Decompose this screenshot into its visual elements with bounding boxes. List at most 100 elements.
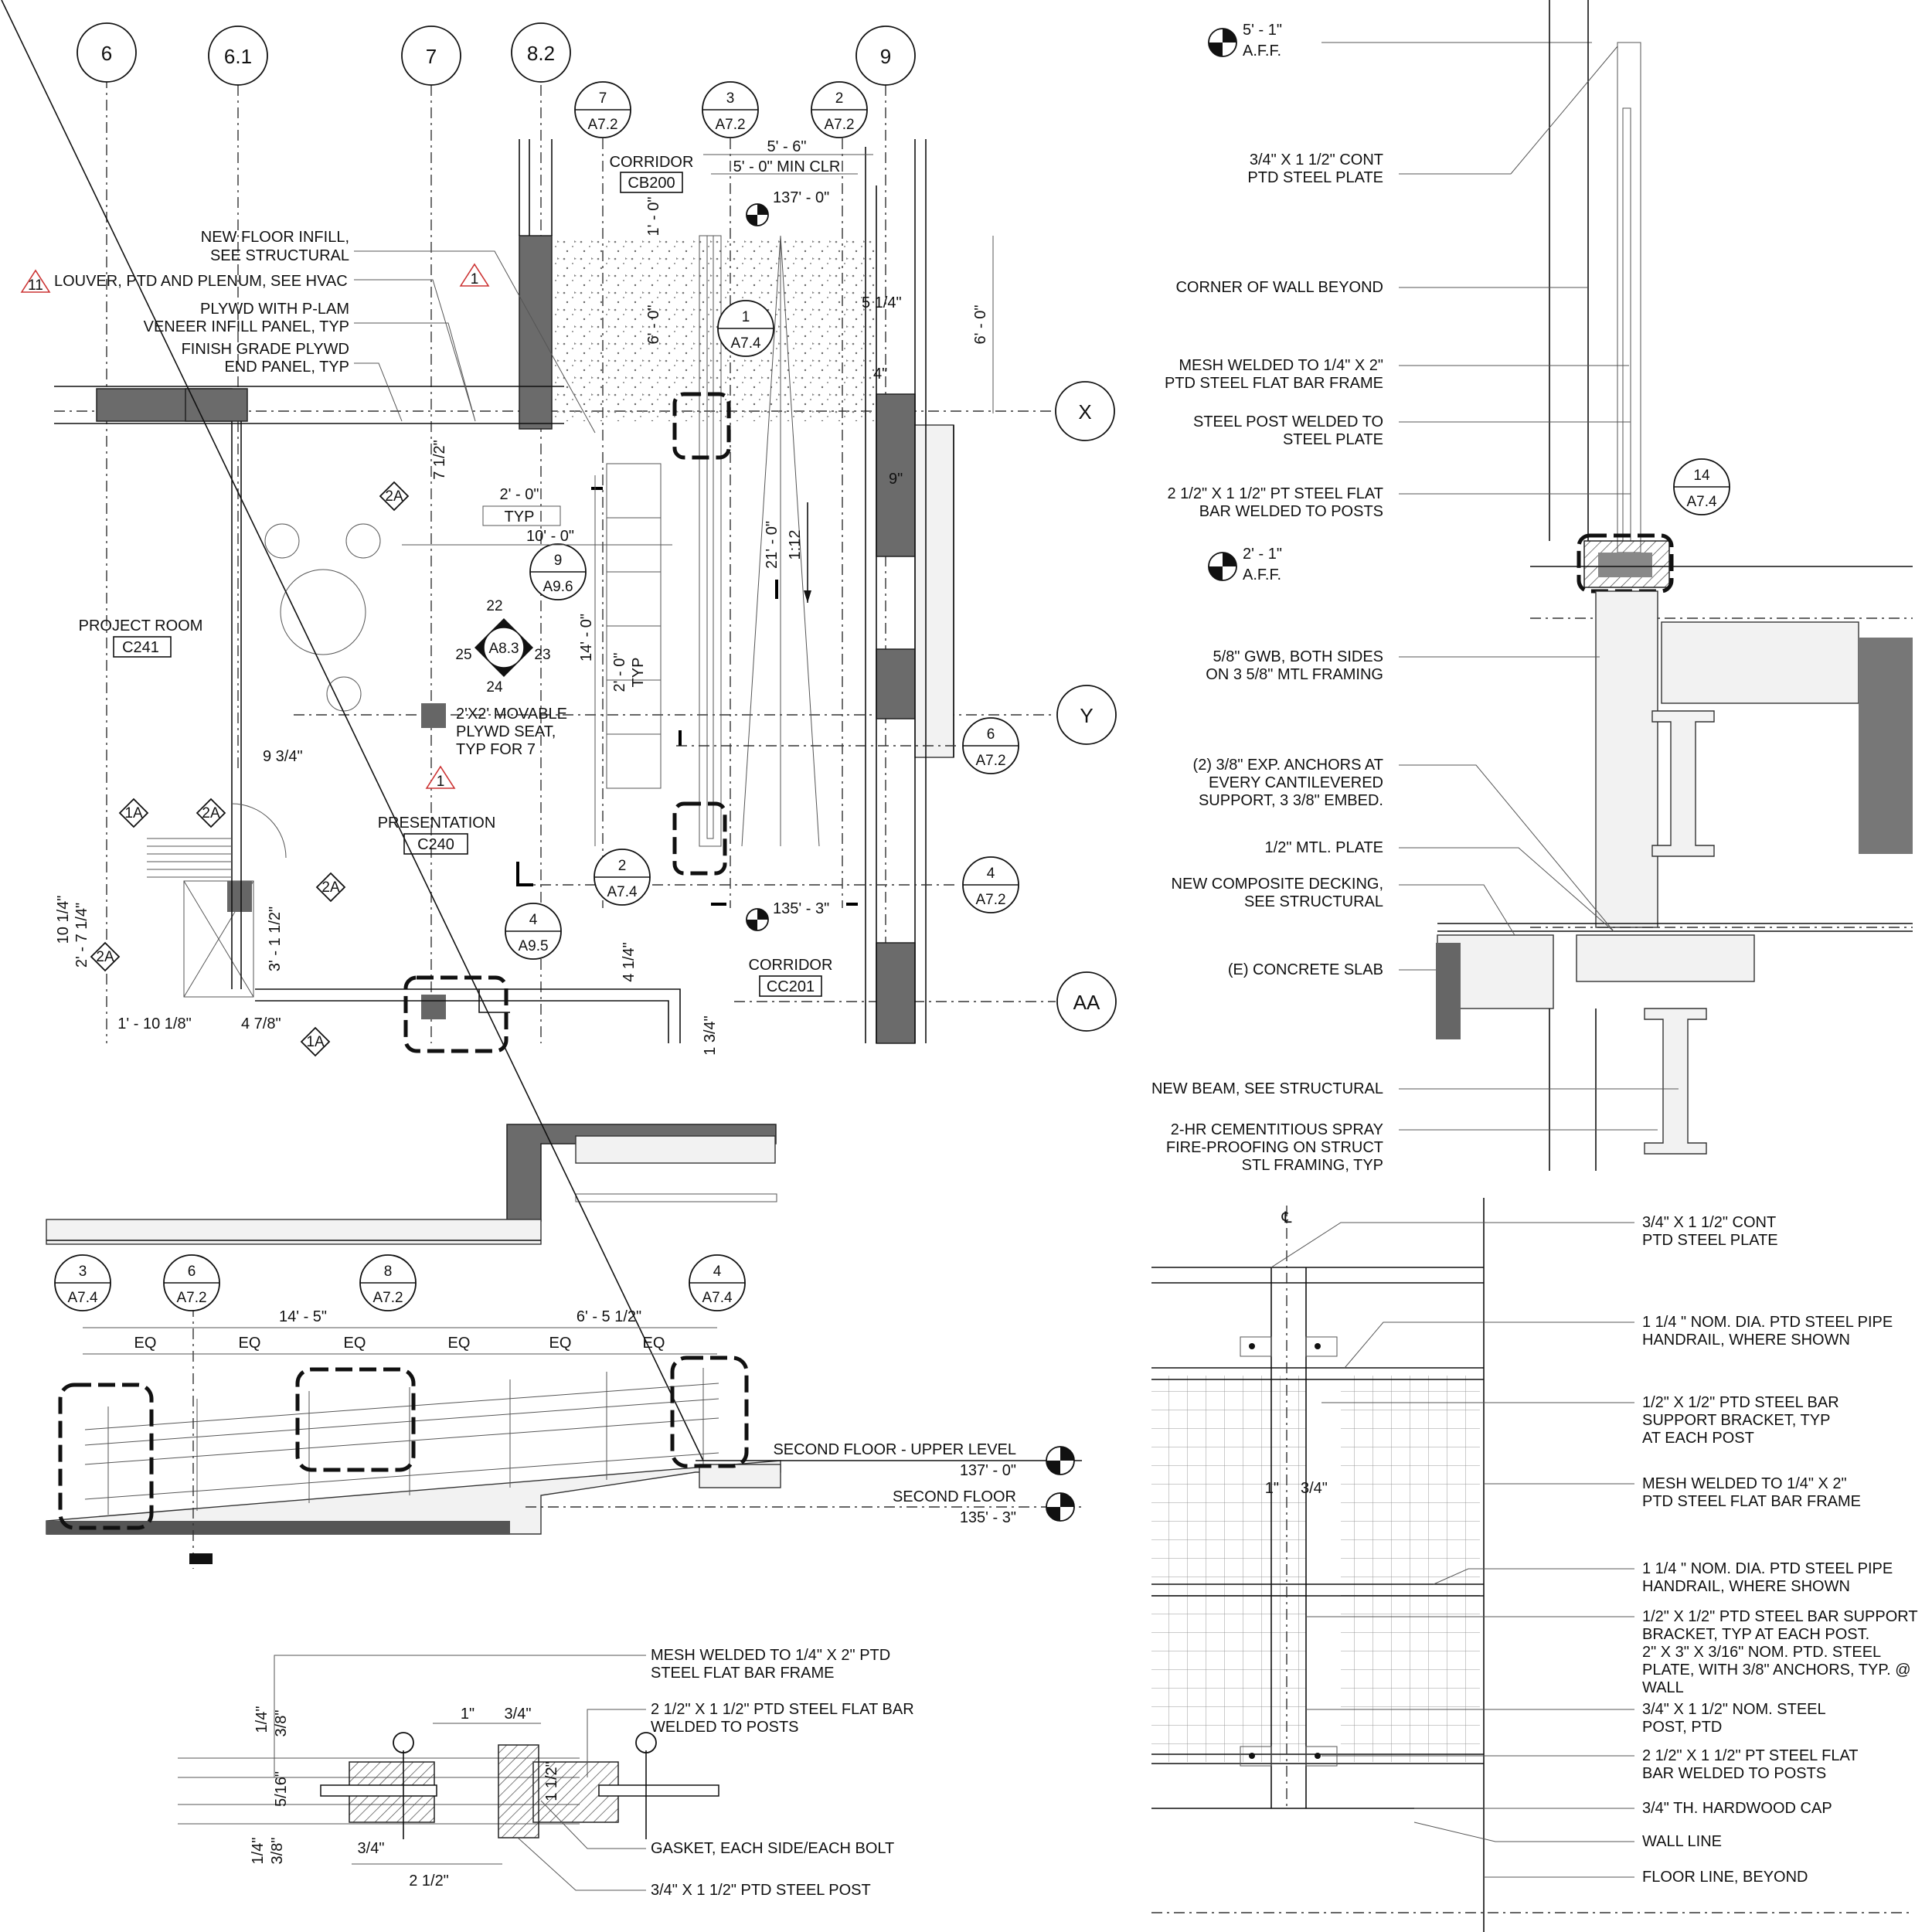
svg-text:5/8" GWB, BOTH SIDES: 5/8" GWB, BOTH SIDES <box>1213 648 1383 665</box>
section-marker-6: 6A7.2 <box>962 717 1019 774</box>
svg-text:1/4": 1/4" <box>250 1838 267 1865</box>
svg-text:STEEL POST WELDED TO: STEEL POST WELDED TO <box>1193 413 1383 430</box>
ramp-marker-3: 3A7.4 <box>54 1254 111 1311</box>
svg-text:5' - 6": 5' - 6" <box>767 138 807 155</box>
svg-text:2'X2' MOVABLE: 2'X2' MOVABLE <box>456 706 567 723</box>
room-label-corridor-cc201: CORRIDOR CC201 <box>749 957 832 997</box>
svg-text:STL FRAMING, TYP: STL FRAMING, TYP <box>1242 1157 1383 1174</box>
svg-text:BAR WELDED TO POSTS: BAR WELDED TO POSTS <box>1199 503 1383 520</box>
section-marker-9: 9A9.6 <box>529 543 587 600</box>
svg-text:3: 3 <box>79 1264 87 1280</box>
svg-text:C240: C240 <box>417 836 454 853</box>
svg-text:AT EACH POST: AT EACH POST <box>1642 1430 1754 1447</box>
svg-text:2' - 0": 2' - 0" <box>500 486 539 503</box>
svg-text:4 1/4": 4 1/4" <box>621 942 638 982</box>
svg-text:6: 6 <box>188 1264 196 1280</box>
svg-text:3/8": 3/8" <box>273 1710 290 1737</box>
svg-text:SEE STRUCTURAL: SEE STRUCTURAL <box>1244 893 1383 910</box>
plan-detail-dimensions: 1" 3/4" 1/4" 3/8" 5/16" 1/4" 3/8" 1 1/2"… <box>250 1706 560 1889</box>
svg-text:8.2: 8.2 <box>527 42 555 65</box>
svg-text:PLYWD SEAT,: PLYWD SEAT, <box>456 723 556 740</box>
svg-text:1/2" MTL. PLATE: 1/2" MTL. PLATE <box>1265 839 1383 856</box>
ramp-marker-4: 4A7.4 <box>689 1254 746 1311</box>
plan-notes: NEW FLOOR INFILL, SEE STRUCTURAL LOUVER,… <box>54 229 596 758</box>
svg-text:1 3/4": 1 3/4" <box>702 1015 719 1056</box>
svg-text:TYP FOR 7: TYP FOR 7 <box>456 741 536 758</box>
svg-text:6' - 0": 6' - 0" <box>972 305 989 345</box>
svg-text:1A: 1A <box>124 805 143 821</box>
svg-text:6.1: 6.1 <box>224 45 252 68</box>
svg-text:PTD STEEL FLAT BAR FRAME: PTD STEEL FLAT BAR FRAME <box>1642 1493 1861 1510</box>
grid-bubble-x: X <box>1055 381 1115 441</box>
svg-text:135' - 3": 135' - 3" <box>960 1509 1016 1526</box>
rail-section: 3/4" X 1 1/2" CONT PTD STEEL PLATE CORNE… <box>1151 0 1913 1174</box>
svg-text:SECOND FLOOR: SECOND FLOOR <box>893 1488 1016 1505</box>
svg-text:2: 2 <box>835 90 844 107</box>
svg-text:5 1/4": 5 1/4" <box>862 294 902 311</box>
centerline-symbol: ℄ <box>1281 1209 1292 1226</box>
svg-text:FINISH GRADE PLYWD: FINISH GRADE PLYWD <box>182 341 349 358</box>
svg-text:2' - 1": 2' - 1" <box>1243 546 1282 563</box>
svg-text:2-HR CEMENTITIOUS SPRAY: 2-HR CEMENTITIOUS SPRAY <box>1171 1121 1383 1138</box>
svg-text:3/4" X 1 1/2" CONT: 3/4" X 1 1/2" CONT <box>1250 151 1383 168</box>
svg-text:1": 1" <box>461 1706 474 1723</box>
elevation-marker-2-1: 2' - 1" A.F.F. <box>1208 546 1282 583</box>
svg-text:A7.2: A7.2 <box>824 117 854 133</box>
svg-text:A8.3: A8.3 <box>488 641 519 657</box>
svg-text:3/4" X 1 1/2" CONT: 3/4" X 1 1/2" CONT <box>1642 1214 1776 1231</box>
svg-text:2' - 0": 2' - 0" <box>611 653 628 692</box>
svg-text:A7.4: A7.4 <box>702 1290 733 1306</box>
svg-text:PTD STEEL FLAT BAR FRAME: PTD STEEL FLAT BAR FRAME <box>1165 375 1383 392</box>
interior-elevation-marker: A8.3 22 25 23 24 <box>455 598 550 696</box>
svg-text:PLATE, WITH 3/8" ANCHORS, TYP.: PLATE, WITH 3/8" ANCHORS, TYP. @ <box>1642 1662 1911 1679</box>
svg-text:BRACKET, TYP AT EACH POST.: BRACKET, TYP AT EACH POST. <box>1642 1626 1869 1643</box>
svg-text:3/4" X 1 1/2" PTD STEEL POST: 3/4" X 1 1/2" PTD STEEL POST <box>651 1882 871 1899</box>
svg-text:PTD STEEL PLATE: PTD STEEL PLATE <box>1642 1232 1778 1249</box>
svg-text:1 1/2": 1 1/2" <box>543 1761 560 1801</box>
detail-callout-1 <box>672 392 731 460</box>
svg-text:SEE STRUCTURAL: SEE STRUCTURAL <box>210 247 349 264</box>
svg-text:CORRIDOR: CORRIDOR <box>610 154 694 171</box>
grid-bubble-9: 9 <box>855 26 916 86</box>
svg-text:CC201: CC201 <box>767 978 815 995</box>
room-label-project-room: PROJECT ROOM C241 <box>79 617 202 658</box>
svg-text:4 7/8": 4 7/8" <box>241 1015 281 1032</box>
svg-text:SUPPORT BRACKET, TYP: SUPPORT BRACKET, TYP <box>1642 1412 1830 1429</box>
svg-text:10' - 0": 10' - 0" <box>526 528 574 545</box>
revision-tag-11: 11 <box>20 269 51 294</box>
svg-text:EQ: EQ <box>549 1335 572 1352</box>
door-tag-2a-b: 2A <box>196 798 226 828</box>
svg-text:A7.4: A7.4 <box>67 1290 98 1306</box>
svg-text:3/4": 3/4" <box>1301 1480 1328 1497</box>
svg-text:2 1/2" X 1 1/2" PT STEEL FLAT: 2 1/2" X 1 1/2" PT STEEL FLAT <box>1642 1747 1859 1764</box>
detail-marker-4: 4A9.5 <box>505 903 562 960</box>
svg-text:A7.4: A7.4 <box>1686 494 1717 510</box>
svg-text:A9.5: A9.5 <box>518 938 548 954</box>
svg-text:2A: 2A <box>202 805 220 821</box>
svg-text:CORNER OF WALL BEYOND: CORNER OF WALL BEYOND <box>1175 279 1383 296</box>
svg-text:AA: AA <box>1073 991 1100 1014</box>
svg-text:X: X <box>1078 400 1091 423</box>
svg-text:1: 1 <box>437 774 445 790</box>
svg-text:3: 3 <box>726 90 735 107</box>
svg-text:1/2" X 1/2" PTD STEEL BAR: 1/2" X 1/2" PTD STEEL BAR <box>1642 1394 1839 1411</box>
elevation-marker-137: 137' - 0" <box>746 189 829 226</box>
svg-text:A7.4: A7.4 <box>730 335 761 352</box>
svg-text:MESH WELDED TO 1/4" X 2": MESH WELDED TO 1/4" X 2" <box>1179 357 1383 374</box>
svg-text:3' - 1 1/2": 3' - 1 1/2" <box>267 906 284 971</box>
svg-text:3/8": 3/8" <box>269 1838 286 1865</box>
svg-text:EQ: EQ <box>134 1335 157 1352</box>
svg-text:1A: 1A <box>306 1034 325 1050</box>
svg-text:137' - 0": 137' - 0" <box>773 189 829 206</box>
svg-text:1 1/4 " NOM. DIA. PTD STEEL PI: 1 1/4 " NOM. DIA. PTD STEEL PIPE <box>1642 1314 1893 1331</box>
svg-text:14: 14 <box>1693 468 1710 484</box>
section-marker-2: 2A7.2 <box>811 81 868 138</box>
svg-text:Y: Y <box>1080 704 1093 727</box>
svg-text:1: 1 <box>471 271 479 287</box>
svg-text:6' - 0": 6' - 0" <box>645 305 662 345</box>
svg-text:A7.2: A7.2 <box>715 117 745 133</box>
svg-text:STEEL FLAT BAR FRAME: STEEL FLAT BAR FRAME <box>651 1665 834 1682</box>
svg-text:6: 6 <box>987 726 995 743</box>
svg-text:BAR WELDED TO POSTS: BAR WELDED TO POSTS <box>1642 1765 1826 1782</box>
svg-text:2 1/2" X 1 1/2" PTD STEEL FLAT: 2 1/2" X 1 1/2" PTD STEEL FLAT BAR <box>651 1701 914 1718</box>
